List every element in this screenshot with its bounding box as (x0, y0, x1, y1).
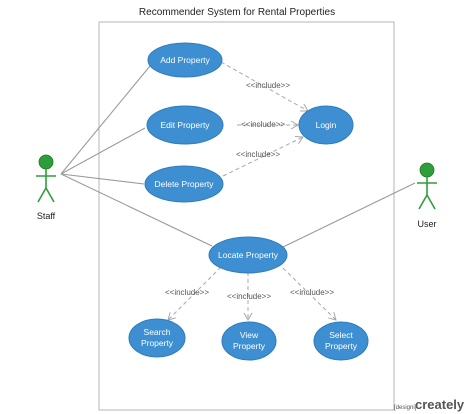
staff-actor-icon (36, 154, 56, 203)
diagram-title: Recommender System for Rental Properties (139, 7, 335, 18)
use-case-select-property: Select Property (313, 321, 369, 361)
use-case-login: Login (298, 105, 354, 145)
include-arrows-login (220, 61, 309, 177)
use-case-search-property-line2: Property (141, 338, 174, 348)
staff-actor-label: Staff (37, 211, 56, 221)
creately-watermark: [designi] creately (394, 397, 465, 412)
user-actor-label: User (417, 219, 436, 229)
system-boundary (98, 21, 395, 411)
include-label-view: <<include>> (227, 292, 271, 301)
use-case-add-property: Add Property (147, 42, 223, 78)
use-case-view-property: View Property (221, 321, 277, 361)
watermark-prefix: [designi] (394, 405, 417, 411)
use-case-locate-property-label: Locate Property (218, 250, 279, 260)
use-case-edit-property: Edit Property (146, 105, 224, 145)
use-case-select-property-line1: Select (329, 330, 353, 340)
use-case-select-property-line2: Property (325, 341, 358, 351)
include-label-delete-login: <<include>> (236, 150, 280, 159)
include-label-search: <<include>> (165, 288, 209, 297)
include-label-add-login: <<include>> (246, 81, 290, 90)
use-case-add-property-label: Add Property (160, 55, 210, 65)
include-label-edit-login: <<include>> (241, 120, 285, 129)
staff-associations (60, 65, 213, 247)
use-case-view-property-line2: Property (233, 341, 266, 351)
use-case-delete-property-label: Delete Property (154, 179, 214, 189)
watermark-brand: creately (415, 397, 465, 412)
use-case-edit-property-label: Edit Property (160, 120, 210, 130)
use-case-view-property-line1: View (240, 330, 259, 340)
use-case-search-property: Search Property (128, 318, 186, 358)
user-actor-icon (417, 162, 437, 210)
use-case-login-label: Login (316, 120, 337, 130)
user-association (280, 182, 416, 249)
use-case-search-property-line1: Search (144, 327, 171, 337)
include-label-select: <<include>> (290, 288, 334, 297)
use-case-locate-property: Locate Property (208, 236, 288, 274)
use-case-delete-property: Delete Property (144, 165, 224, 203)
include-arrows-locate (167, 266, 337, 322)
